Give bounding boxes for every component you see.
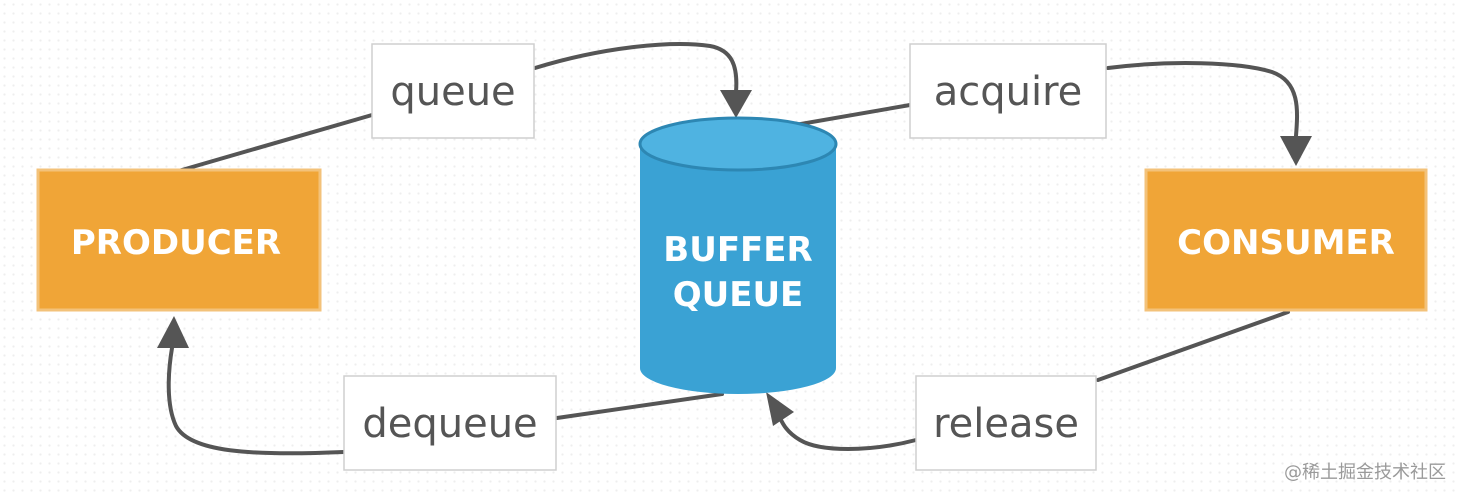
edge-queue-to-buffer [533, 42, 739, 94]
arrowhead-into-buffer [720, 90, 752, 118]
arrowhead-into-consumer [1280, 136, 1312, 166]
buffer-queue-label-line1: BUFFER [663, 230, 812, 270]
arrowhead-release-into-buffer [766, 392, 794, 426]
producer-box [36, 168, 322, 312]
edge-producer-to-queue [173, 113, 374, 174]
consumer-node: CONSUMER [1144, 168, 1428, 312]
edge-consumer-to-release [1096, 310, 1290, 382]
producer-label: PRODUCER [71, 223, 281, 263]
acquire-edge-label: acquire [909, 43, 1107, 139]
dequeue-label-box [343, 375, 557, 471]
edge-dequeue-to-producer [166, 346, 346, 456]
consumer-box [1144, 168, 1428, 312]
release-label-text: release [933, 401, 1079, 447]
release-label-box [915, 375, 1097, 471]
edge-buffer-to-dequeue [555, 392, 724, 420]
buffer-queue-cylinder-top [638, 116, 838, 172]
release-edge-label: release [915, 375, 1097, 471]
watermark-text: @稀土掘金技术社区 [1284, 462, 1446, 483]
acquire-label-text: acquire [934, 69, 1083, 115]
dequeue-edge-label: dequeue [343, 375, 557, 471]
edge-release-to-buffer [778, 416, 918, 451]
queue-edge-label: queue [371, 43, 535, 139]
buffer-queue-node: BUFFER QUEUE [638, 116, 838, 394]
consumer-label: CONSUMER [1177, 223, 1395, 263]
queue-label-box [371, 43, 535, 139]
arrowhead-into-producer [157, 316, 189, 348]
acquire-label-box [909, 43, 1107, 139]
edge-acquire-to-consumer [1106, 61, 1299, 138]
dequeue-label-text: dequeue [362, 401, 537, 447]
queue-label-text: queue [390, 69, 515, 115]
buffer-queue-cylinder-body [640, 144, 836, 394]
buffer-queue-label-line2: QUEUE [673, 275, 804, 315]
producer-node: PRODUCER [36, 168, 322, 312]
